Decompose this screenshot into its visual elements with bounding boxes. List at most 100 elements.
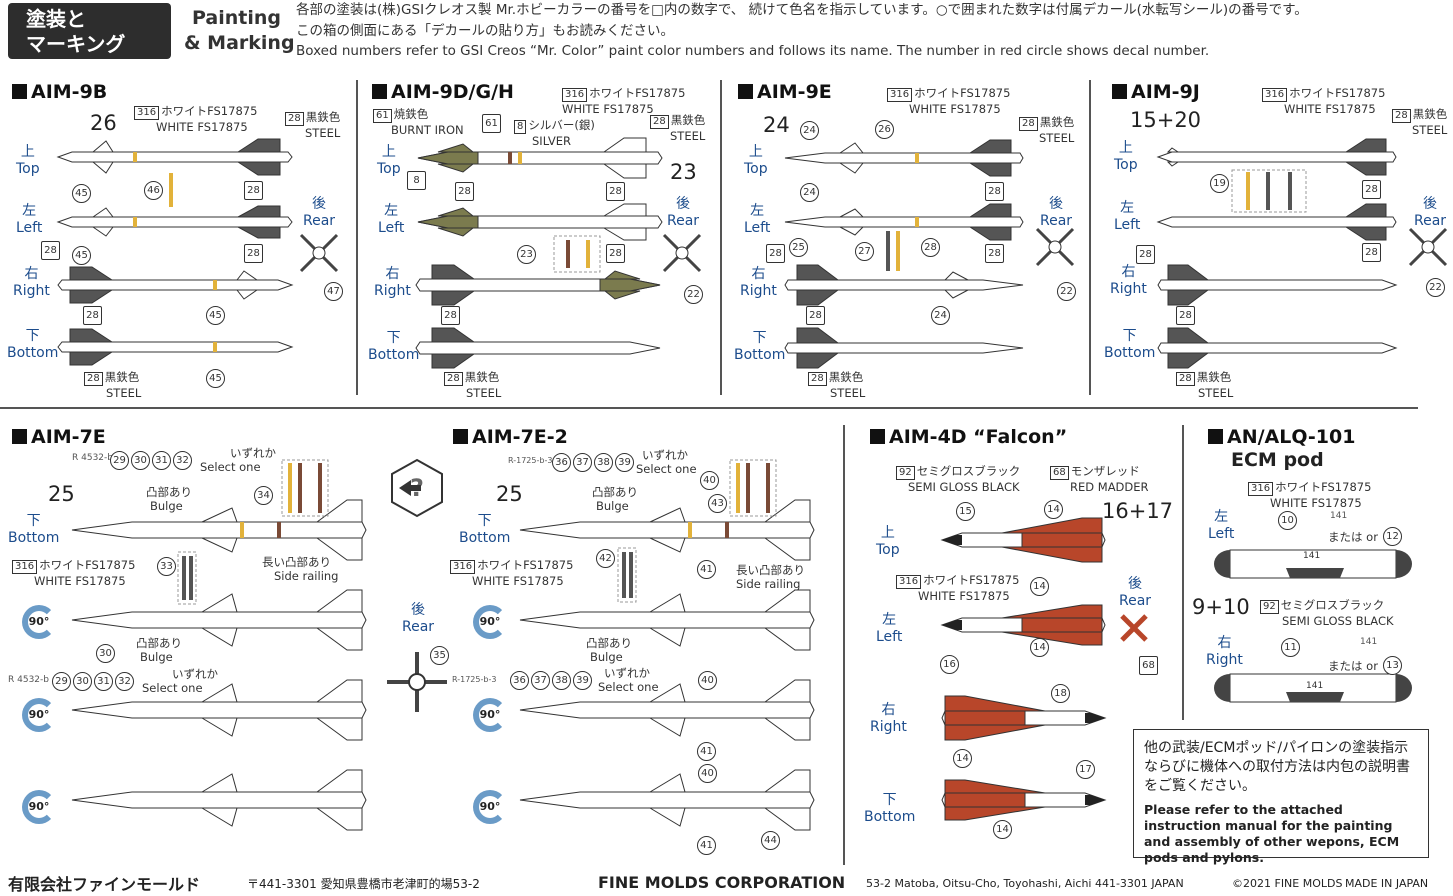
pod-number: 141 [1330,511,1348,521]
painting-marking-title: Painting & Marking [184,6,295,56]
serial-aim7e2: R-1725-b-3 [452,675,497,684]
pod-number: 141 [1303,551,1321,561]
decal-circle: 31 [94,672,113,691]
decal-circle: 23 [517,245,536,264]
decal-circle: 29 [52,672,71,691]
decal-circle: 41 [697,742,716,761]
or-label: または or [1328,659,1378,673]
ecm-pod-drawings [1214,549,1412,703]
aim9b-drawings [56,138,339,366]
decal-circle: 41 [697,836,716,855]
paint-box: 28 [985,182,1004,201]
decal-circle: 45 [72,184,91,203]
decal-circle: 13 [1383,656,1402,675]
aim9e-drawings [784,139,1075,369]
intro-jp-1: 各部の塗装は(株)GSIクレオス製 Mr.ホビーカラーの番号を□内の数字で、 続… [296,2,1308,18]
decal-circle: 15 [956,502,975,521]
made-in: MADE IN JAPAN [1345,877,1429,890]
paint-box: 28 [455,182,474,201]
section-title-aim9b: AIM-9B [12,81,107,103]
serial-aim7e: R 4532-b [72,453,113,463]
decal-circle: 30 [96,644,115,663]
decal-circle: 36 [552,453,571,472]
decal-circle: 14 [1044,500,1063,519]
decal-circle: 38 [552,671,571,690]
decal-circle: 14 [953,749,972,768]
rotate-90-icon: 90° [22,790,56,824]
ecm-subtitle: ECM pod [1231,449,1324,471]
paint-box: 28 [606,182,625,201]
decal-circle: 32 [173,451,192,470]
paint-box: 28 [441,306,460,325]
decal-circle: 24 [800,121,819,140]
section-title-aim9dgh: AIM-9D/G/H [372,81,514,103]
decal-circle: 22 [684,285,703,304]
title-line-2: & Marking [184,32,295,54]
reference-note: 他の武装/ECMポッド/パイロンの塗装指示ならびに機体への取付方法は内包の説明書… [1133,729,1429,865]
aim7e-drawings [71,459,367,831]
decal-circle: 27 [855,242,874,261]
address-en: 53-2 Matoba, Oitsu-Cho, Toyohashi, Aichi… [866,877,1184,890]
paint-box: 61 [482,114,501,133]
decal-circle: 46 [144,181,163,200]
decal-circle: 45 [206,369,225,388]
divider [1182,425,1184,720]
divider [1089,80,1091,395]
rotate-90-icon: 90° [473,698,507,732]
or-label: または or [1328,530,1378,544]
decal-circle: 34 [254,486,273,505]
rotate-90-icon: 90° [22,605,56,639]
paint-box: 68 [1139,656,1158,675]
decal-circle: 35 [430,646,449,665]
decal-circle: 41 [697,560,716,579]
decal-circle: 42 [596,549,615,568]
serial-aim7e2: R-1725-b-3 [508,456,553,465]
pod-number: 141 [1360,637,1378,647]
section-title-ecm: AN/ALQ-101 [1208,426,1355,448]
section-title-aim4d: AIM-4D “Falcon” [870,426,1067,448]
paint-box: 28 [1362,243,1381,262]
paint-box: 28 [1176,306,1195,325]
paint-box: 28 [244,244,263,263]
section-title-aim7e: AIM-7E [12,426,106,448]
pod-number: 141 [1306,681,1324,691]
paint-box: 28 [766,244,785,263]
decal-big-aim9dgh: 23 [670,160,697,184]
decal-circle: 30 [131,451,150,470]
decal-circle: 40 [698,671,717,690]
decal-circle: 36 [510,671,529,690]
decal-circle: 24 [800,183,819,202]
note-jp: 他の武装/ECMポッド/パイロンの塗装指示ならびに機体への取付方法は内包の説明書… [1144,740,1410,794]
decal-circle: 37 [531,671,550,690]
